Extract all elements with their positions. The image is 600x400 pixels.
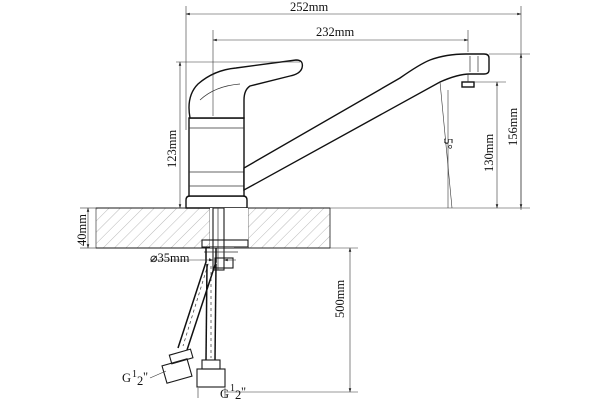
dim-hose-length: 500mm <box>224 247 358 393</box>
thread-left-sub: 2 <box>137 374 143 388</box>
thread-left-sup: 1 <box>132 369 137 380</box>
mounting-shank <box>201 207 249 271</box>
label-body-height: 123mm <box>165 130 179 168</box>
faucet-body <box>185 117 248 209</box>
label-spout-height: 130mm <box>482 134 496 172</box>
dim-spout-angle: 5° <box>439 81 455 209</box>
label-total-height: 156mm <box>506 108 520 146</box>
thread-left-g: G <box>122 371 131 385</box>
thread-right-sup: 1 <box>230 383 235 394</box>
label-spout-reach: 232mm <box>316 25 354 39</box>
dim-spout-height: 130mm <box>330 81 530 209</box>
dim-countertop-thickness: 40mm <box>75 207 96 249</box>
thread-right-tail: " <box>241 385 246 399</box>
label-spout-angle: 5° <box>441 138 455 149</box>
thread-label-right: G 1 2 " <box>197 383 246 400</box>
dim-spout-reach: 232mm <box>212 25 469 116</box>
thread-right-sub: 2 <box>235 388 241 400</box>
thread-left-tail: " <box>143 370 148 384</box>
dim-mount-diameter: ⌀35mm <box>150 251 236 265</box>
spout <box>243 53 490 192</box>
dim-body-height: 123mm <box>165 61 300 209</box>
flexible-hoses <box>161 248 226 388</box>
dim-total-height: 156mm <box>489 53 530 209</box>
thread-label-left: G 1 2 " <box>122 369 167 388</box>
thread-right-g: G <box>220 387 229 400</box>
label-mount-diameter: ⌀35mm <box>150 251 190 265</box>
lever-handle <box>188 59 304 119</box>
label-total-reach: 252mm <box>290 0 328 14</box>
label-hose-length: 500mm <box>333 280 347 318</box>
label-countertop-thickness: 40mm <box>75 214 89 246</box>
